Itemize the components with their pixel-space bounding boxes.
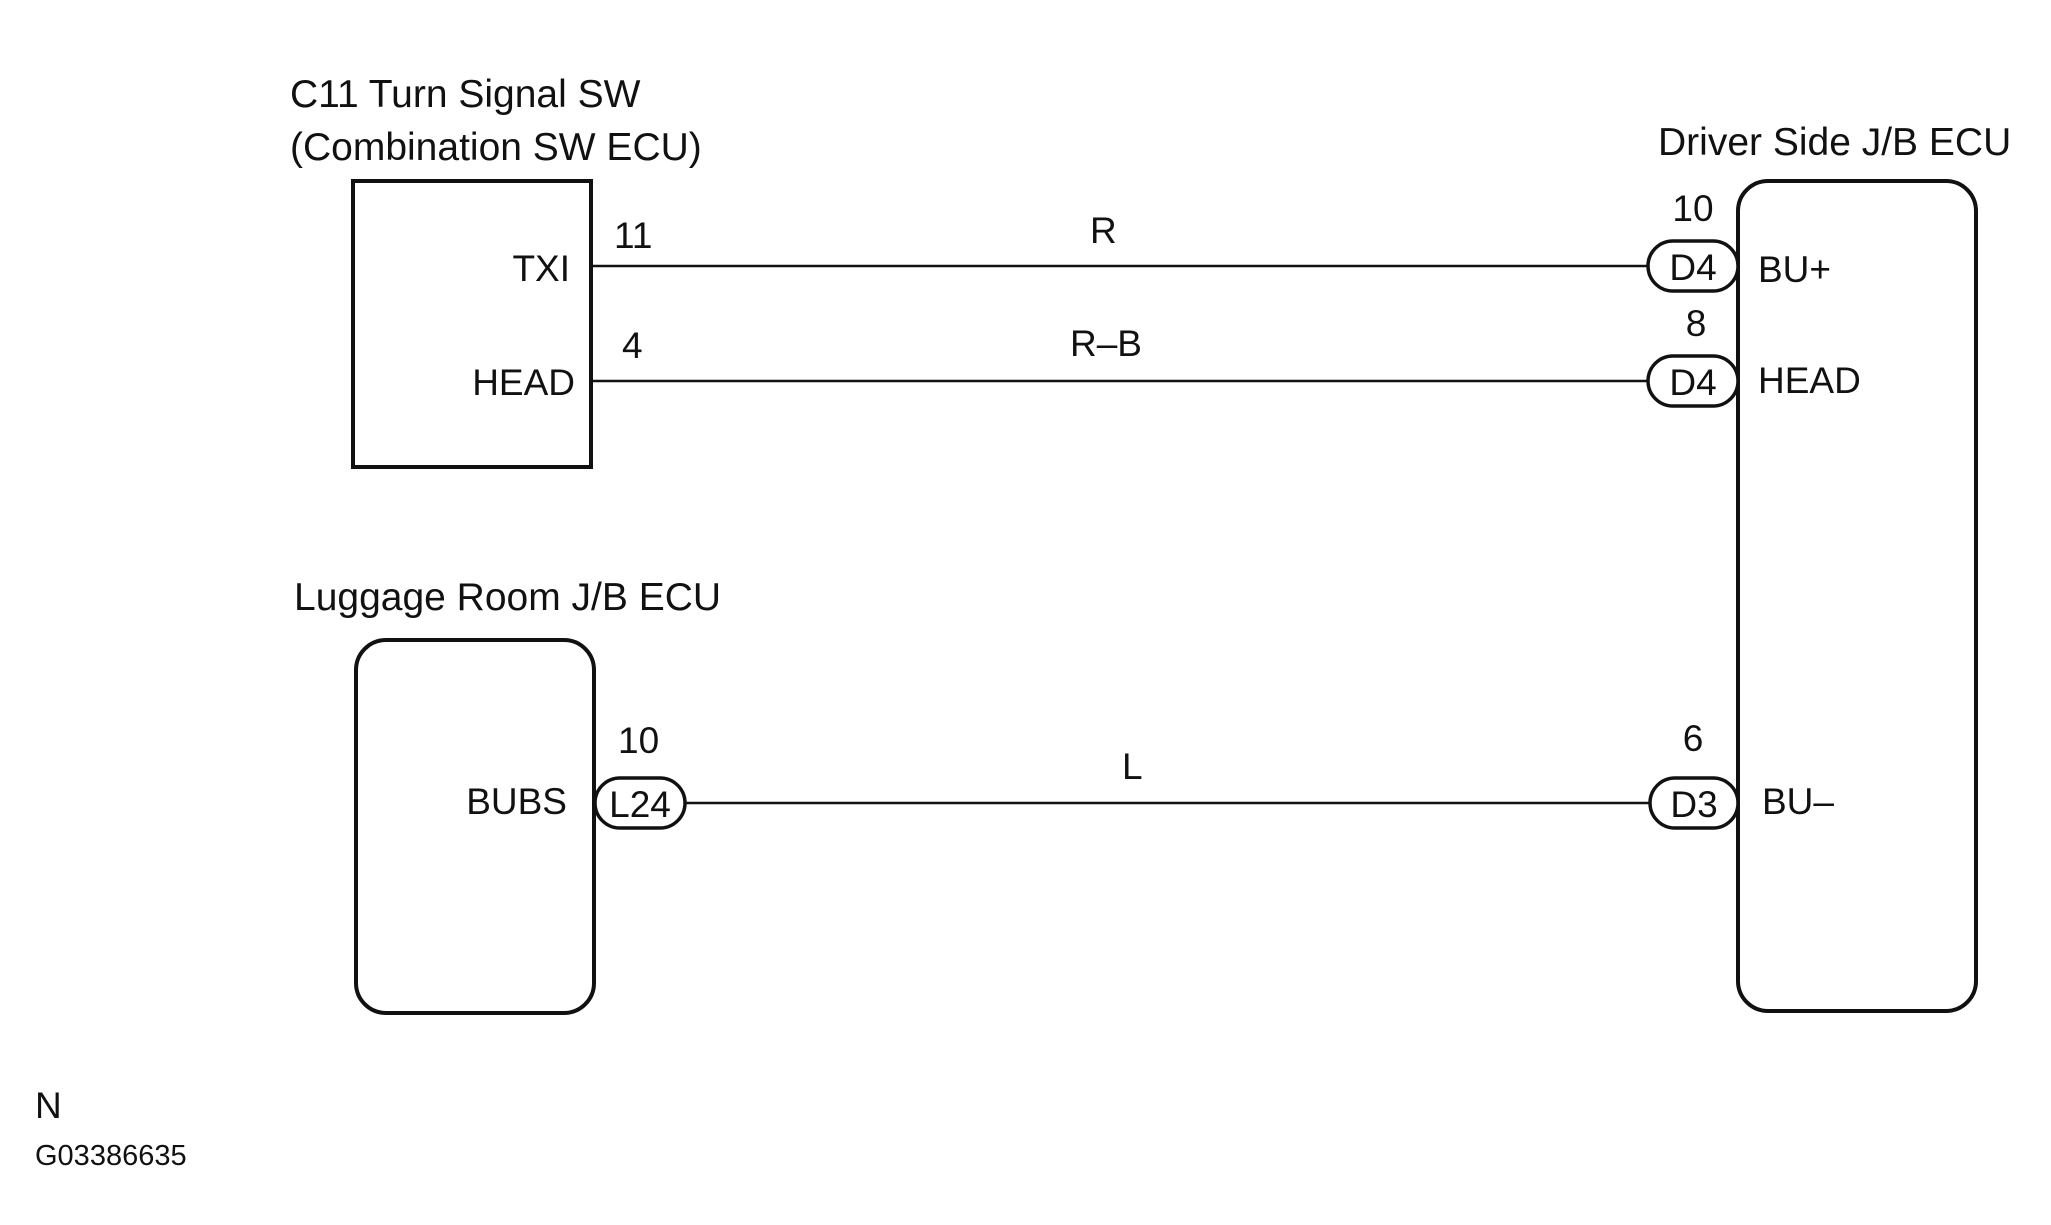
pin-label-bu-plus: BU+ xyxy=(1758,249,1831,290)
luggage-room-jb-ecu: Luggage Room J/B ECU BUBS xyxy=(294,576,721,1015)
wire-txi-bu-plus: 11 R 10 D4 xyxy=(591,188,1740,293)
pin-label-head: HEAD xyxy=(1758,360,1861,401)
footer-mark: N xyxy=(35,1085,62,1126)
connector-id-label: D4 xyxy=(1669,362,1716,403)
wire-color-label: R xyxy=(1090,210,1117,251)
connector-id-label: D4 xyxy=(1669,247,1716,288)
driver-side-jb-ecu-box xyxy=(1736,179,1978,1013)
pin-label-bubs: BUBS xyxy=(466,781,567,822)
pin-label-bu-minus: BU– xyxy=(1762,781,1834,822)
wire-bubs-bu-minus: L24 10 L 6 D3 xyxy=(593,718,1740,830)
wire-head-head: 4 R–B 8 D4 xyxy=(591,303,1740,408)
luggage-room-jb-ecu-box xyxy=(354,638,596,1015)
wire-color-label: L xyxy=(1122,746,1143,787)
turn-signal-switch-box xyxy=(351,179,593,469)
turn-signal-switch-subtitle: (Combination SW ECU) xyxy=(290,126,702,169)
wire-to-pin-number: 8 xyxy=(1686,303,1707,344)
luggage-room-jb-ecu-title: Luggage Room J/B ECU xyxy=(294,576,721,619)
connector-id-label: L24 xyxy=(609,784,671,825)
figure-code: G03386635 xyxy=(35,1140,187,1172)
connector-l24 xyxy=(593,776,687,830)
wire-to-pin-number: 6 xyxy=(1683,718,1704,759)
wire-color-label: R–B xyxy=(1070,323,1142,364)
pin-label-txi: TXI xyxy=(512,248,570,289)
connector-d4-bu-plus xyxy=(1646,239,1740,293)
driver-side-jb-ecu-title: Driver Side J/B ECU xyxy=(1658,121,2011,164)
connector-d3 xyxy=(1648,776,1740,830)
connector-d4-head xyxy=(1646,354,1740,408)
wire-from-pin-number: 10 xyxy=(618,720,659,761)
turn-signal-switch: C11 Turn Signal SW (Combination SW ECU) … xyxy=(290,73,702,469)
connector-id-label: D3 xyxy=(1670,784,1717,825)
turn-signal-switch-title: C11 Turn Signal SW xyxy=(290,73,641,116)
wire-from-pin-number: 11 xyxy=(614,215,652,256)
wire-to-pin-number: 10 xyxy=(1672,188,1713,229)
wire-from-pin-number: 4 xyxy=(622,325,643,366)
driver-side-jb-ecu: Driver Side J/B ECU BU+ HEAD BU– xyxy=(1658,121,2011,1013)
pin-label-head: HEAD xyxy=(472,362,575,403)
